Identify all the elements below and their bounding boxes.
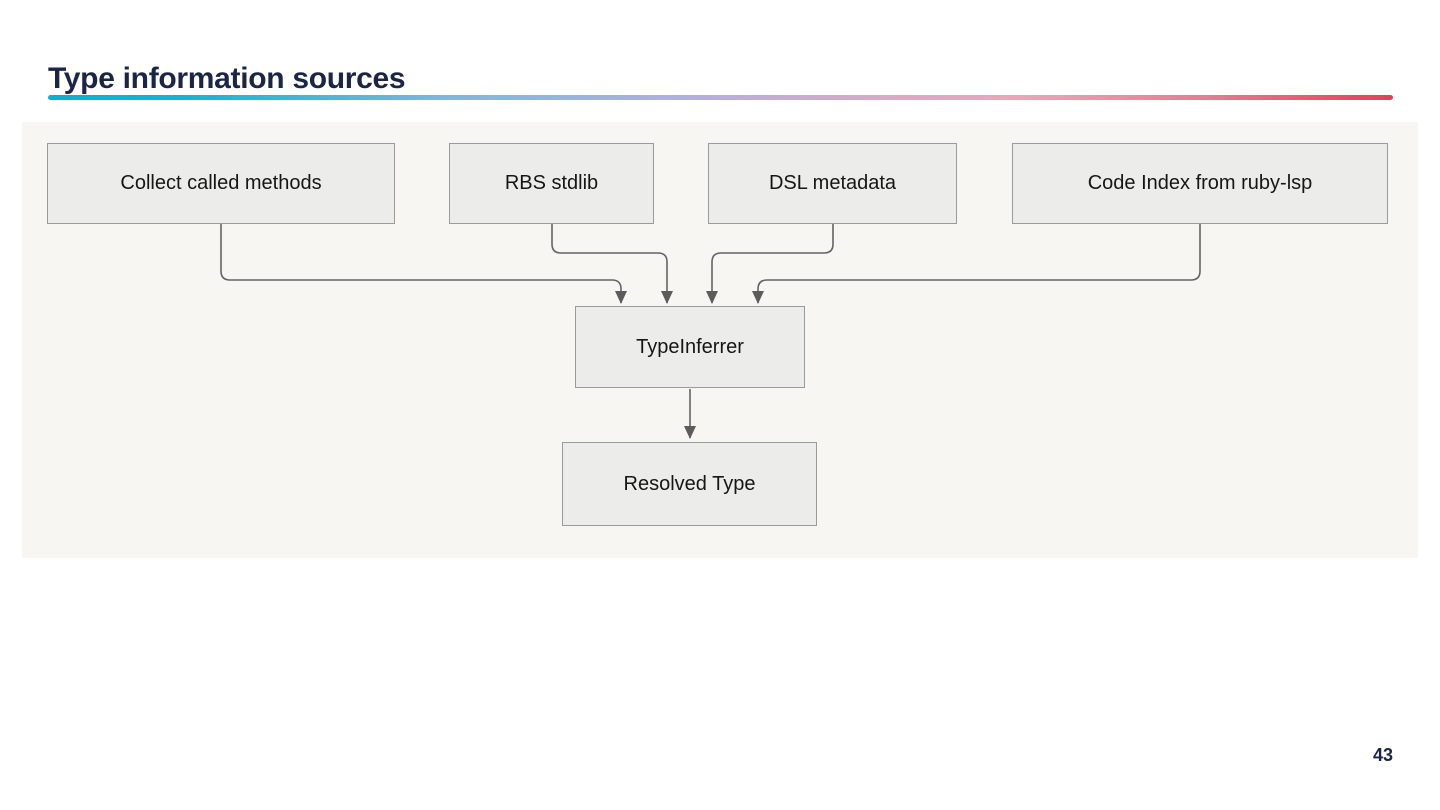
node-rbs-stdlib-label: RBS stdlib — [504, 172, 599, 194]
node-type-inferrer: TypeInferrer — [575, 306, 805, 388]
diagram-canvas: Collect called methods RBS stdlib DSL me… — [22, 122, 1418, 558]
slide-title: Type information sources — [48, 62, 406, 96]
node-collect-called-methods-label: Collect called methods — [120, 172, 322, 194]
page-number: 43 — [1372, 745, 1393, 765]
edge-rbs-to-inferrer — [551, 224, 673, 304]
node-dsl-metadata: DSL metadata — [708, 143, 957, 224]
node-code-index-from-ruby-lsp: Code Index from ruby-lsp — [1012, 143, 1388, 224]
node-type-inferrer-label: TypeInferrer — [636, 335, 744, 358]
node-collect-called-methods: Collect called methods — [47, 143, 395, 224]
accent-gradient-divider — [48, 95, 1393, 100]
diagram-edges — [220, 224, 1201, 439]
edge-dsl-to-inferrer — [706, 224, 834, 304]
node-resolved-type: Resolved Type — [562, 442, 817, 526]
node-code-index-from-ruby-lsp-label: Code Index from ruby-lsp — [1087, 172, 1313, 194]
node-dsl-metadata-label: DSL metadata — [768, 172, 897, 194]
edge-codeindex-to-inferrer — [752, 224, 1201, 304]
node-rbs-stdlib: RBS stdlib — [449, 143, 654, 224]
edge-collect-to-inferrer — [220, 224, 627, 304]
node-resolved-type-label: Resolved Type — [623, 472, 756, 495]
